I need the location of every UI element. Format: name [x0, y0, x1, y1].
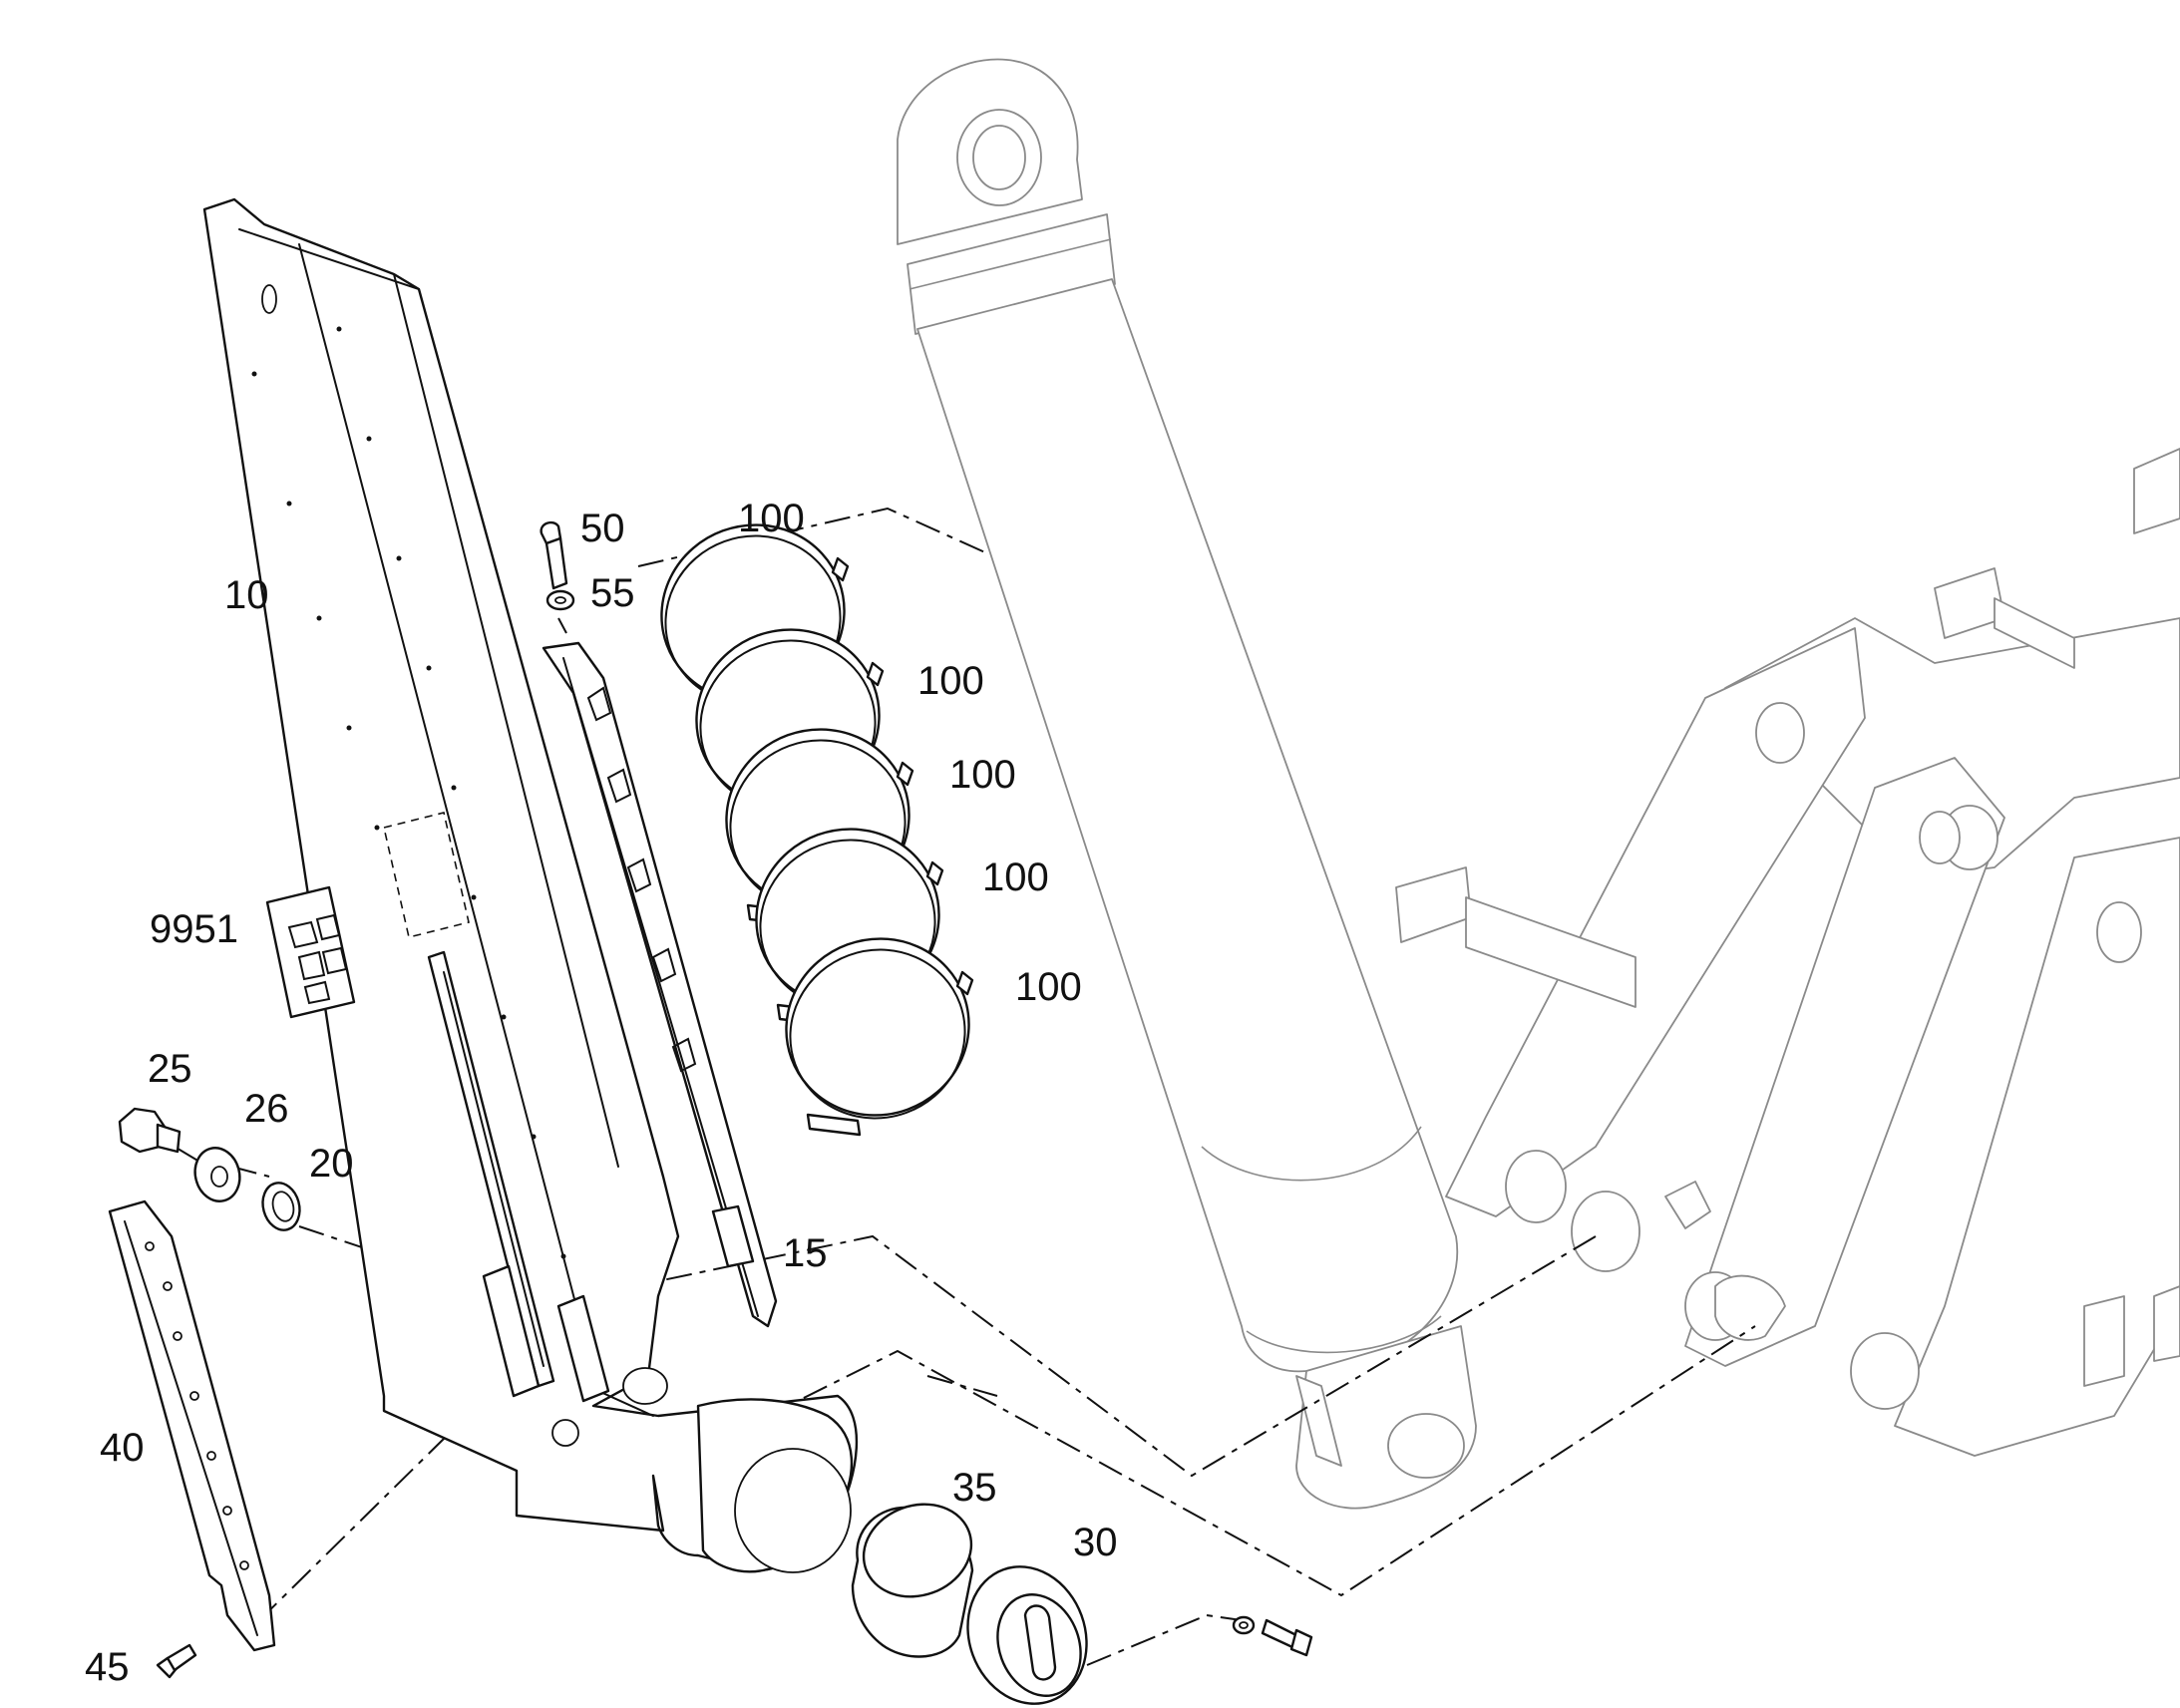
callout-9951: 9951 [150, 907, 238, 951]
part-20-ring [261, 1182, 301, 1231]
callout-labels: 10 15 20 25 26 30 35 40 45 50 55 9951 10… [85, 497, 1118, 1689]
callout-45: 45 [85, 1645, 130, 1689]
part-15-clamp-strip [542, 641, 778, 1328]
callout-100: 100 [1015, 965, 1082, 1009]
part-30-cap [966, 1565, 1088, 1705]
callout-20: 20 [309, 1142, 354, 1186]
callout-100: 100 [738, 497, 805, 540]
callout-30: 30 [1073, 1521, 1118, 1564]
plate-holes [145, 1241, 249, 1570]
part-100-hose-clamps [660, 523, 974, 1137]
loader-frame-context [1395, 448, 2180, 1457]
small-washer-and-bolt [1232, 1615, 1313, 1657]
part-45-bolt [156, 1643, 197, 1679]
part-25-fitting [118, 1107, 182, 1154]
callout-100: 100 [949, 753, 1016, 797]
hydraulic-cylinder-context [897, 58, 1477, 1510]
callout-100: 100 [917, 659, 984, 703]
part-9951-warning-decal [265, 885, 356, 1019]
hose-clamp [785, 937, 974, 1137]
callout-40: 40 [100, 1426, 145, 1470]
callout-100: 100 [982, 855, 1049, 899]
callout-25: 25 [148, 1047, 192, 1091]
callout-50: 50 [580, 507, 625, 550]
part-10-boom-plate [202, 197, 859, 1573]
part-35-bushing [851, 1503, 974, 1658]
strip-tabs [586, 686, 697, 1073]
callout-15: 15 [783, 1231, 828, 1275]
callout-26: 26 [244, 1087, 289, 1131]
part-55-washer [545, 589, 575, 611]
part-50-bolt [540, 520, 568, 590]
callout-35: 35 [952, 1466, 997, 1510]
part-40-side-plate [108, 1199, 276, 1652]
rivet-dots [251, 326, 566, 1259]
callout-10: 10 [224, 573, 269, 617]
part-26-washer [193, 1147, 241, 1202]
callout-55: 55 [590, 571, 635, 615]
